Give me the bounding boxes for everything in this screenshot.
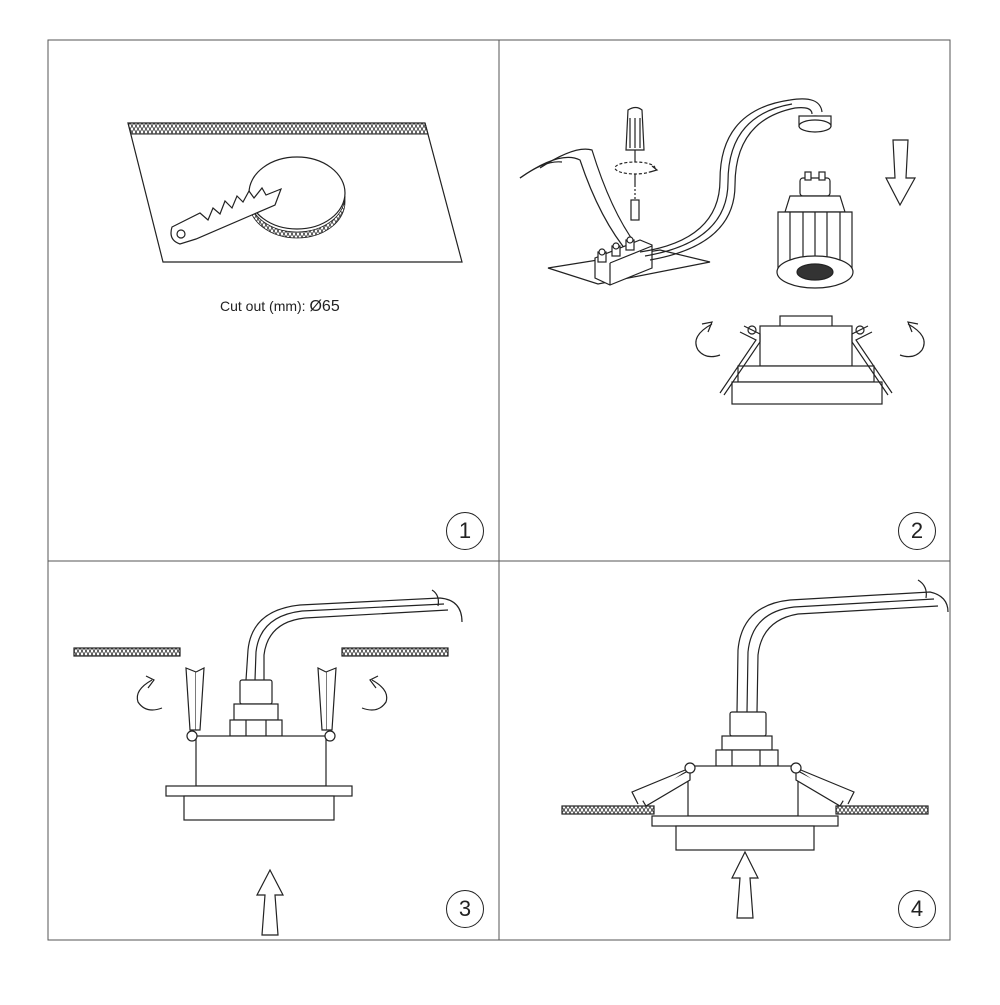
screwdriver-icon — [614, 106, 659, 221]
recessed-housing-icon — [165, 735, 353, 821]
recessed-housing-icon — [651, 765, 839, 851]
power-cable — [736, 579, 949, 713]
recessed-housing-icon — [731, 315, 883, 405]
panel-3 — [73, 589, 463, 936]
terminal-block-icon — [594, 236, 653, 286]
socket-cable — [639, 98, 823, 261]
push-arrow-icon — [885, 139, 917, 207]
rotate-arrow-icon — [136, 675, 388, 711]
panel-grid — [47, 39, 951, 941]
step-number-1: 1 — [446, 512, 484, 550]
ceiling-board-icon — [561, 805, 655, 815]
spring-clip-icon — [719, 325, 893, 396]
step-number-2: 2 — [898, 512, 936, 550]
saw-icon — [170, 186, 283, 245]
panel-4 — [561, 579, 949, 919]
ceiling-board-icon — [835, 805, 929, 815]
ceiling-board-icon — [341, 647, 449, 657]
panel-1 — [127, 122, 463, 263]
spring-clip-icon — [185, 666, 337, 742]
panel-2 — [519, 98, 925, 405]
cutout-diameter: Ø65 — [309, 298, 340, 315]
spring-clip-icon — [631, 762, 855, 807]
rotate-arrow-icon — [695, 321, 925, 358]
step-number-3: 3 — [446, 890, 484, 928]
power-cable — [519, 148, 641, 256]
cutout-caption: Cut out (mm): Ø65 — [220, 298, 340, 316]
power-cable — [245, 589, 463, 681]
lamp-socket-icon — [715, 711, 779, 767]
gu10-bulb-icon — [776, 171, 854, 289]
lamp-socket-icon — [798, 115, 832, 133]
push-arrow-icon — [731, 850, 759, 919]
ceiling-board-icon — [73, 647, 181, 657]
lamp-socket-icon — [229, 679, 283, 737]
step-number-4: 4 — [898, 890, 936, 928]
push-arrow-icon — [256, 868, 284, 936]
cutout-label: Cut out (mm): — [220, 298, 306, 314]
